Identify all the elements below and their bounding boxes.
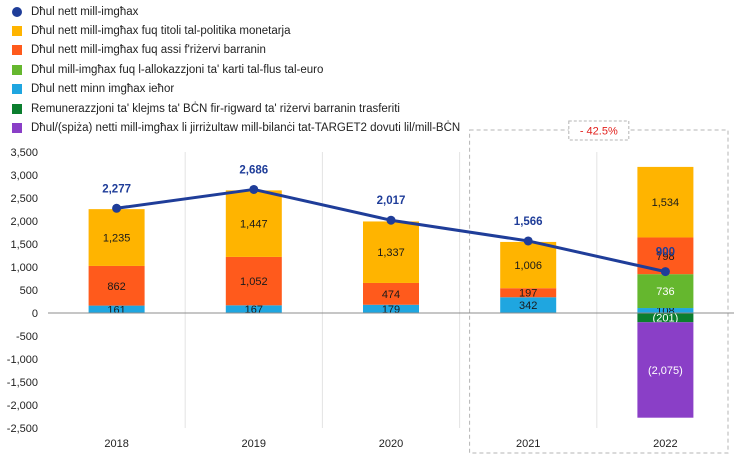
legend-swatch xyxy=(12,45,22,56)
y-tick-label: 500 xyxy=(20,285,38,297)
bar-segment xyxy=(363,221,419,283)
bar-segment xyxy=(225,256,282,306)
bar-segment xyxy=(637,322,694,418)
legend-item-monetary-policy-securities: Dħul nett mill-imgħax fuq titoli tal-pol… xyxy=(12,21,612,40)
bar-data-label: 736 xyxy=(656,286,674,298)
legend: Dħul nett mill-imgħax Dħul nett mill-img… xyxy=(12,2,612,138)
bar-data-label: 1,006 xyxy=(514,260,542,272)
bar-segment xyxy=(500,297,557,313)
legend-item-net-interest-income: Dħul nett mill-imgħax xyxy=(12,2,612,21)
y-tick-label: 1,000 xyxy=(10,262,38,274)
bar-segment xyxy=(637,313,694,323)
annotation-badge xyxy=(568,120,630,141)
y-tick-label: -500 xyxy=(16,331,38,343)
bar-data-label: 474 xyxy=(382,289,400,301)
x-tick-label: 2022 xyxy=(653,438,677,450)
y-tick-label: -1,500 xyxy=(7,377,38,389)
legend-label: Dħul/(spiża) netti mill-imgħax li jirriż… xyxy=(31,122,461,135)
bar-data-label: 1,052 xyxy=(240,276,268,288)
bar-data-label: 1,447 xyxy=(240,219,268,231)
legend-label: Dħul nett minn imgħax ieħor xyxy=(31,83,175,96)
legend-label: Dħul nett mill-imgħax fuq titoli tal-pol… xyxy=(31,25,291,38)
net-interest-income-label: 2,686 xyxy=(239,164,268,176)
legend-label: Dħul mill-imgħax fuq l-allokazzjoni ta' … xyxy=(31,63,324,76)
net-interest-income-point xyxy=(112,203,122,213)
legend-item-foreign-reserves: Dħul nett mill-imgħax fuq assi f'riżervi… xyxy=(12,41,612,60)
bar-data-label: 179 xyxy=(382,304,400,316)
legend-swatch xyxy=(12,64,22,75)
x-tick-label: 2020 xyxy=(379,438,403,450)
annotation-text: - 42.5% xyxy=(580,126,618,138)
legend-item-banknote-allocation: Dħul mill-imgħax fuq l-allokazzjoni ta' … xyxy=(12,60,612,79)
bar-data-label: 161 xyxy=(107,304,125,316)
net-interest-income-label: 2,017 xyxy=(377,195,406,207)
x-tick-label: 2018 xyxy=(104,438,128,450)
bar-segment xyxy=(88,305,145,313)
legend-item-other-interest: Dħul nett minn imgħax ieħor xyxy=(12,80,612,99)
net-interest-income-label: 1,566 xyxy=(514,216,543,228)
y-tick-label: 2,500 xyxy=(10,193,38,205)
legend-label: Remunerazzjoni ta' klejms ta' BĊN fir-ri… xyxy=(31,102,400,115)
y-tick-label: -2,000 xyxy=(7,400,38,412)
net-interest-income-point xyxy=(660,267,670,277)
x-tick-label: 2021 xyxy=(516,438,540,450)
y-tick-label: 2,000 xyxy=(10,216,38,228)
y-tick-label: 1,500 xyxy=(10,239,38,251)
bar-data-label: 862 xyxy=(107,281,125,293)
bar-segment xyxy=(637,166,694,238)
legend-swatch xyxy=(12,84,22,95)
legend-label: Dħul nett mill-imgħax fuq assi f'riżervi… xyxy=(31,44,266,57)
legend-swatch xyxy=(12,123,22,134)
bar-data-label: 1,534 xyxy=(652,197,680,209)
legend-swatch xyxy=(12,6,22,17)
y-tick-label: 3,000 xyxy=(10,170,38,182)
bar-segment xyxy=(225,305,282,313)
y-tick-label: 3,500 xyxy=(10,147,38,159)
bar-segment xyxy=(363,304,419,313)
bar-data-label: 167 xyxy=(245,304,263,316)
bar-segment xyxy=(637,308,694,313)
net-interest-income-label: 900 xyxy=(656,247,675,259)
net-interest-income-point xyxy=(249,184,259,194)
bar-segment xyxy=(500,241,557,289)
legend-item-target2-balances: Dħul/(spiża) netti mill-imgħax li jirriż… xyxy=(12,118,612,137)
bar-data-label: (2,075) xyxy=(648,365,683,377)
legend-label: Dħul nett mill-imgħax xyxy=(31,5,139,18)
net-interest-income-label: 2,277 xyxy=(102,183,131,195)
x-tick-label: 2019 xyxy=(242,438,266,450)
bar-data-label: 1,235 xyxy=(103,233,131,245)
net-interest-income-point xyxy=(523,236,533,246)
bar-segment xyxy=(500,288,557,298)
y-tick-label: -1,000 xyxy=(7,354,38,366)
legend-swatch xyxy=(12,103,22,114)
bar-data-label: 342 xyxy=(519,300,537,312)
y-tick-label: -2,500 xyxy=(7,423,38,435)
legend-item-ncb-claims-remuneration: Remunerazzjoni ta' klejms ta' BĊN fir-ri… xyxy=(12,99,612,118)
bar-data-label: (201) xyxy=(653,313,679,325)
bar-segment xyxy=(363,282,419,305)
bar-segment xyxy=(225,190,282,257)
bar-segment xyxy=(88,265,145,306)
bar-data-label: 1,337 xyxy=(377,247,405,259)
bar-segment xyxy=(88,209,145,266)
legend-swatch xyxy=(12,26,22,37)
y-tick-label: 0 xyxy=(32,308,38,320)
bar-segment xyxy=(637,274,694,309)
net-interest-income-point xyxy=(386,215,396,225)
bar-data-label: 197 xyxy=(519,288,537,300)
bar-data-label: 798 xyxy=(656,251,674,263)
